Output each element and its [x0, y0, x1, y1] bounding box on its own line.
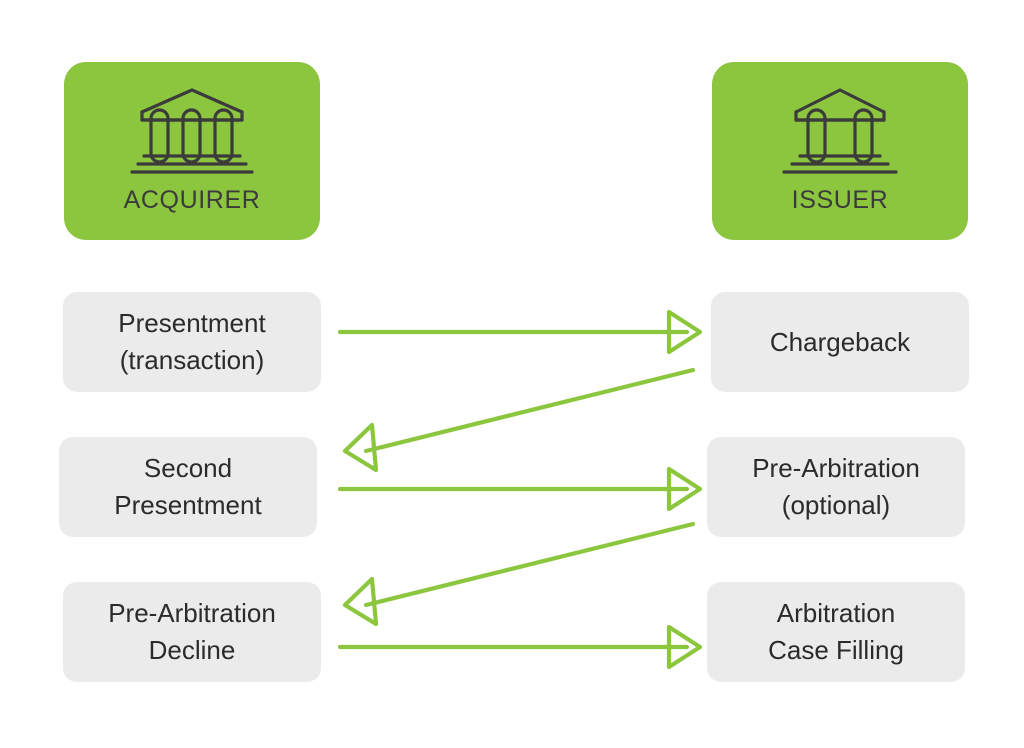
- step-box-presentment: Presentment (transaction): [63, 292, 321, 392]
- flow-arrow-second-presentment-to-pre-arbitration: [337, 466, 703, 512]
- step-label-arbitration-case-filling: Arbitration Case Filling: [768, 598, 904, 665]
- flow-arrow-pre-arbitration-to-pre-arbitration-decline: [342, 521, 696, 627]
- party-label-acquirer: ACQUIRER: [123, 186, 261, 214]
- step-label-pre-arbitration-decline: Pre-Arbitration Decline: [108, 598, 276, 665]
- party-label-issuer: ISSUER: [791, 186, 889, 214]
- step-box-pre-arbitration-decline: Pre-Arbitration Decline: [63, 582, 321, 682]
- step-box-chargeback: Chargeback: [711, 292, 969, 392]
- flow-arrow-pre-arbitration-decline-to-arbitration-case: [337, 624, 703, 670]
- bank-icon: [782, 88, 898, 174]
- step-box-arbitration-case-filling: Arbitration Case Filling: [707, 582, 965, 682]
- step-label-chargeback: Chargeback: [769, 326, 911, 357]
- party-card-acquirer: ACQUIRER: [64, 62, 320, 240]
- step-box-pre-arbitration-optional: Pre-Arbitration (optional): [707, 437, 965, 537]
- bank-icon: [130, 88, 254, 174]
- party-card-issuer: ISSUER: [712, 62, 968, 240]
- step-label-presentment: Presentment (transaction): [118, 308, 266, 375]
- step-box-second-presentment: Second Presentment: [59, 437, 317, 537]
- step-label-pre-arbitration-optional: Pre-Arbitration (optional): [752, 453, 920, 520]
- step-label-second-presentment: Second Presentment: [114, 453, 262, 520]
- flow-arrow-chargeback-to-second-presentment: [342, 367, 696, 473]
- flow-arrow-presentment-to-chargeback: [337, 309, 703, 355]
